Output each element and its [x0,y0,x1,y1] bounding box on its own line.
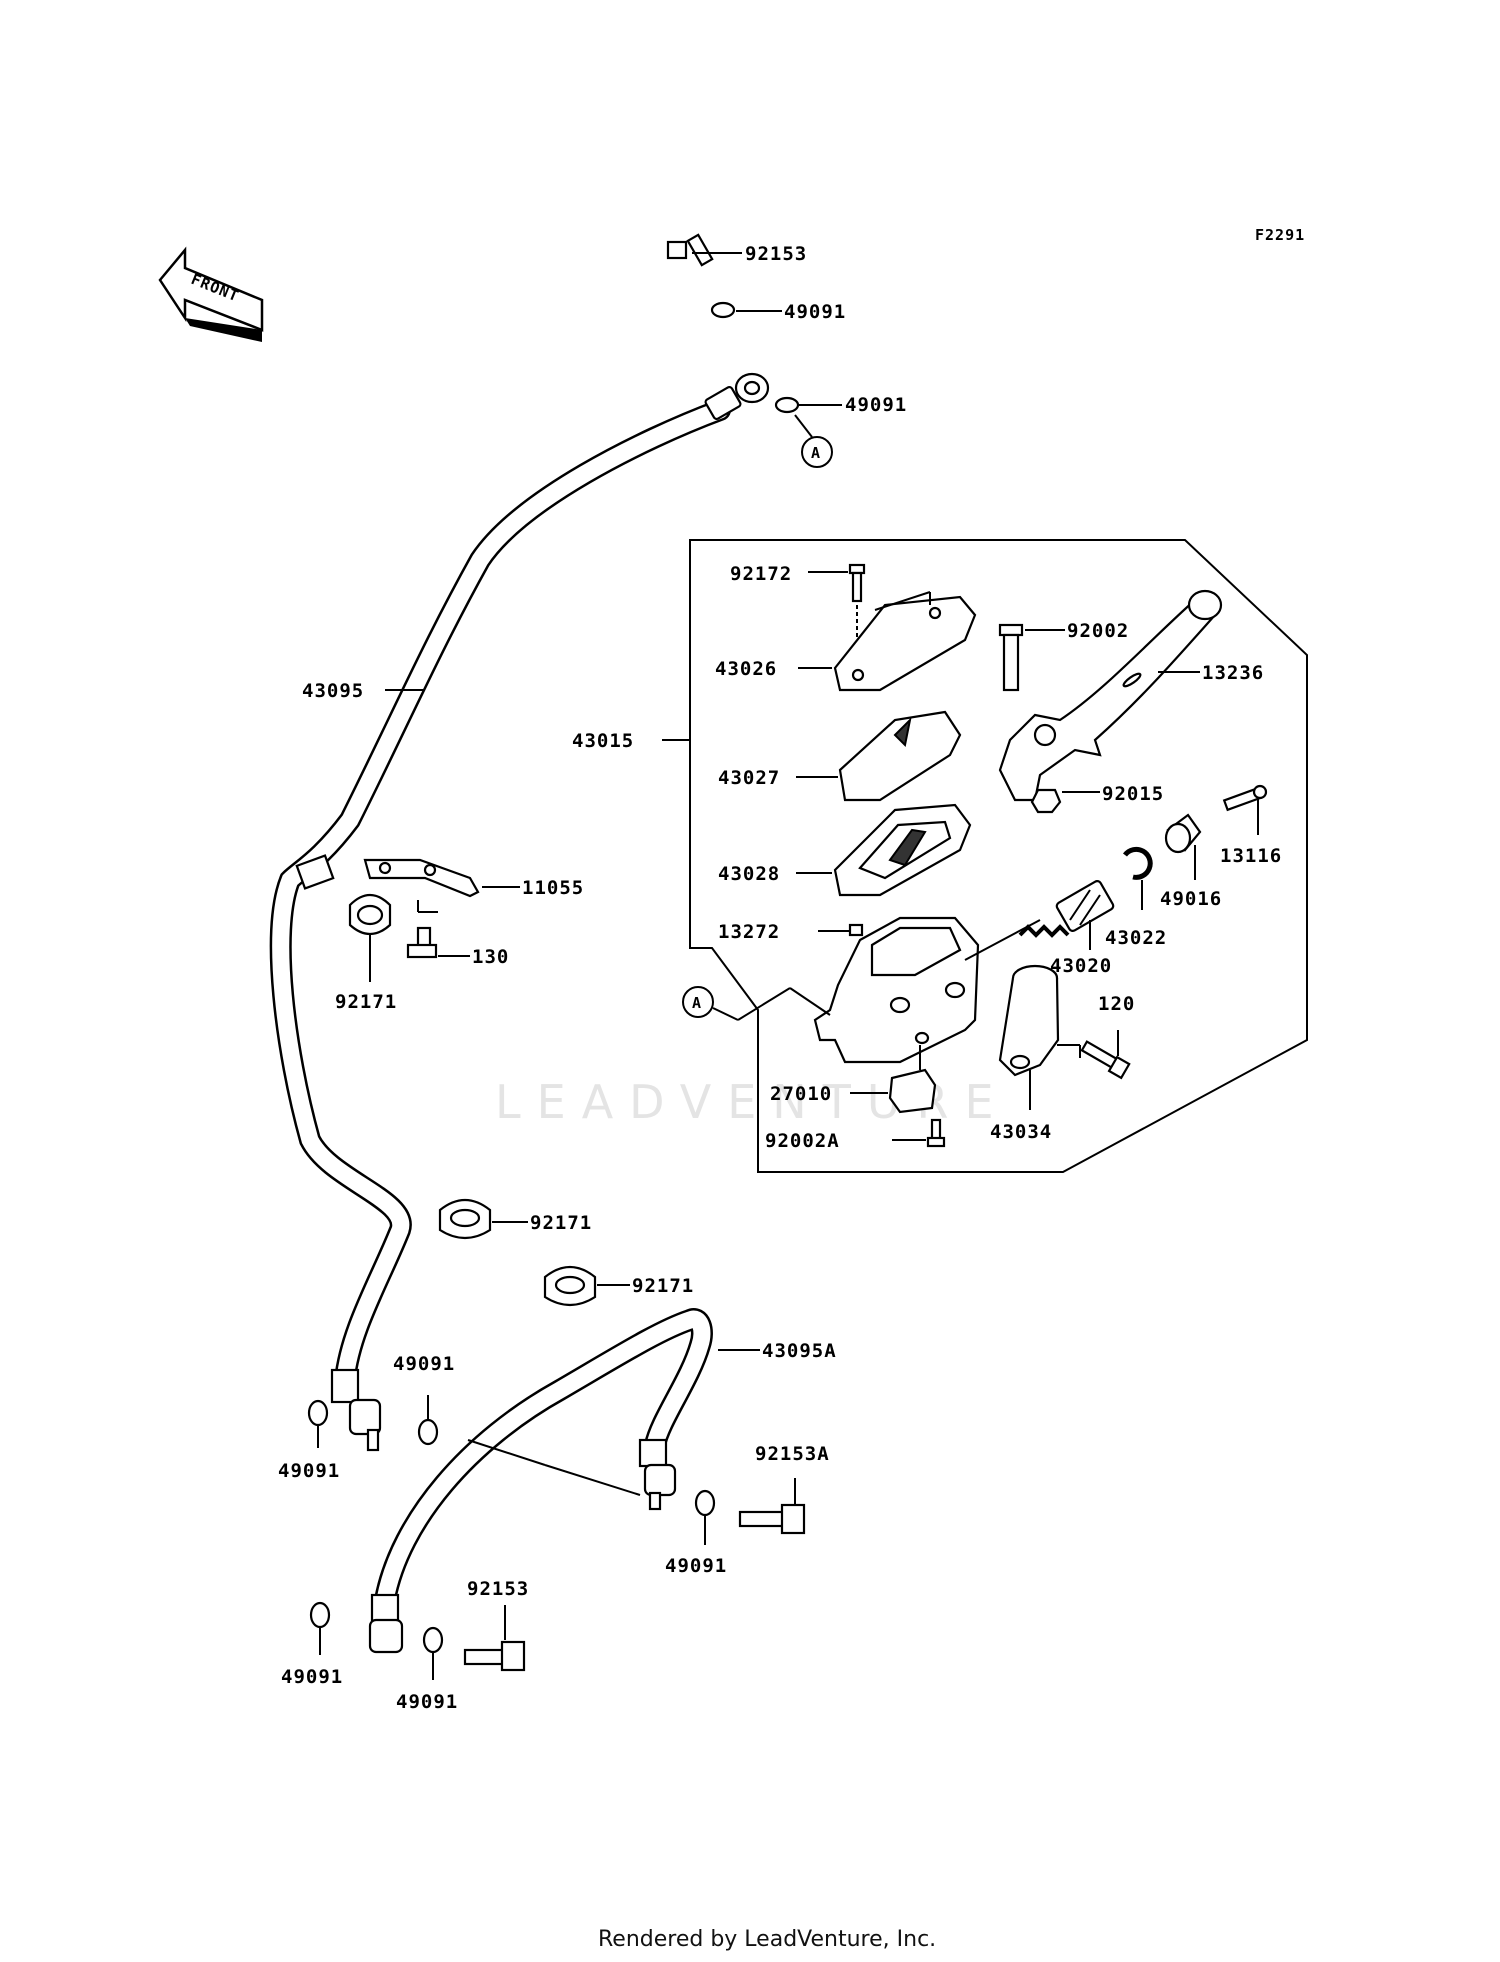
label-43095A: 43095A [762,1340,837,1362]
label-13236: 13236 [1202,662,1264,684]
label-92002A: 92002A [765,1130,840,1152]
circlip-43022 [1122,846,1153,880]
diaphragm-plate-43027 [838,710,962,802]
callout-a-top: A [811,444,821,462]
screw-92002A [926,1118,946,1148]
washer-49091-a [710,301,736,319]
label-92172: 92172 [730,563,792,585]
brake-hose-43095A [368,1308,713,1654]
washer-49091-f [309,1601,331,1629]
dust-boot-49016 [1164,813,1202,854]
handlebar-clamp-43034 [998,964,1060,1077]
washer-49091-c [307,1399,329,1427]
nut-92015 [1030,788,1062,814]
label-92171-b: 92171 [530,1212,592,1234]
banjo-bolt-92153-top [666,233,714,267]
label-92171-a: 92171 [335,991,397,1013]
label-43015: 43015 [572,730,634,752]
washer-49091-b [774,396,800,414]
label-43028: 43028 [718,863,780,885]
banjo-bolt-92153A [738,1503,806,1535]
label-27010: 27010 [770,1083,832,1105]
front-arrow-icon: FRONT [158,246,264,342]
callout-a-left: A [692,994,702,1012]
bolt-130 [406,926,438,959]
washer-49091-g [422,1626,444,1654]
diagram-code: F2291 [1255,226,1305,244]
label-92002: 92002 [1067,620,1129,642]
reservoir-cap-43026 [833,595,977,692]
label-49091-b: 49091 [845,394,907,416]
label-13116: 13116 [1220,845,1282,867]
label-43020: 43020 [1050,955,1112,977]
label-49091-d: 49091 [393,1353,455,1375]
label-92153-bottom: 92153 [467,1578,529,1600]
brake-switch-27010 [888,1045,937,1114]
label-49091-g: 49091 [396,1691,458,1713]
master-cylinder-group-box [689,539,1308,1173]
banjo-bolt-92153-bottom [463,1640,526,1672]
label-49016: 49016 [1160,888,1222,910]
label-13272: 13272 [718,921,780,943]
label-130: 130 [472,946,509,968]
bracket-11055 [363,858,480,898]
diaphragm-43028 [833,803,972,897]
pivot-bolt-92002 [998,623,1024,692]
footer-credit: Rendered by LeadVenture, Inc. [598,1927,936,1952]
label-92015: 92015 [1102,783,1164,805]
bolt-120 [1080,1040,1131,1080]
pushrod-13116 [1222,784,1268,812]
master-cylinder-body [813,916,980,1064]
brake-hose-43095 [269,372,770,1452]
washer-49091-d [417,1418,439,1446]
label-43034: 43034 [990,1121,1052,1143]
washer-49091-e [694,1489,716,1517]
label-92153A: 92153A [755,1443,830,1465]
label-49091-a: 49091 [784,301,846,323]
clamp-92171-c [543,1265,597,1307]
label-49091-f: 49091 [281,1666,343,1688]
screw-13272 [848,923,864,937]
label-11055: 11055 [522,877,584,899]
label-43095: 43095 [302,680,364,702]
clamp-92171-a [348,893,392,936]
label-92171-c: 92171 [632,1275,694,1297]
label-49091-e: 49091 [665,1555,727,1577]
label-43022: 43022 [1105,927,1167,949]
clamp-92171-b [438,1198,492,1240]
label-120: 120 [1098,993,1135,1015]
screw-92172 [848,563,866,603]
label-92153-top: 92153 [745,243,807,265]
label-43026: 43026 [715,658,777,680]
piston-assembly-43020 [1018,880,1115,938]
label-49091-c: 49091 [278,1460,340,1482]
label-43027: 43027 [718,767,780,789]
